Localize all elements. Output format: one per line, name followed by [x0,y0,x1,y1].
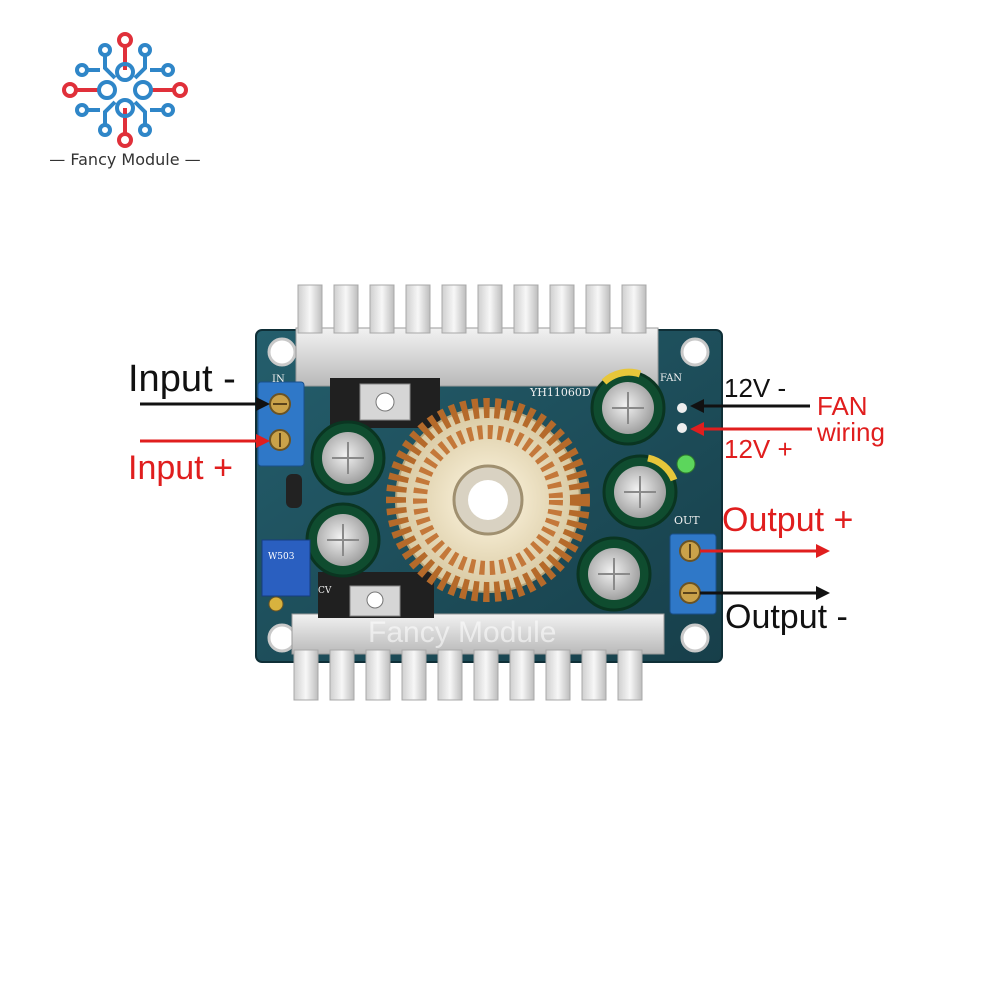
status-led [676,454,696,474]
label-fan-subtitle: wiring [817,417,885,447]
output-terminal-block [669,533,717,615]
pcb-label-in: IN [272,374,285,385]
toroid-inductor [386,398,590,602]
label-output-plus: Output + [722,501,854,539]
brand-name: — Fancy Module — [49,150,201,169]
label-fan-wiring: FAN wiring [817,393,885,445]
label-output-minus: Output - [725,598,848,636]
label-fan-12v-plus: 12V + [724,434,793,464]
pcb-label-out: OUT [674,514,700,527]
watermark: Fancy Module [368,616,557,649]
annotation-arrows [140,397,830,600]
label-input-plus: Input + [128,449,233,487]
input-terminal-block [257,381,305,467]
capacitors [305,368,678,612]
pcb-label-cv: CV [318,586,332,596]
bottom-heatsink [291,613,665,701]
fan-header [677,403,687,433]
trimmer-potentiometer [261,539,311,612]
label-fan-title: FAN [817,391,868,421]
pcb-label-fan: FAN [660,373,683,384]
chip-label: YH11060D [530,386,591,399]
top-heatsink [295,284,659,387]
label-fan-12v-minus: 12V - [724,373,787,403]
label-input-minus: Input - [128,358,236,400]
pcb-label-pot: W503 [268,552,295,562]
